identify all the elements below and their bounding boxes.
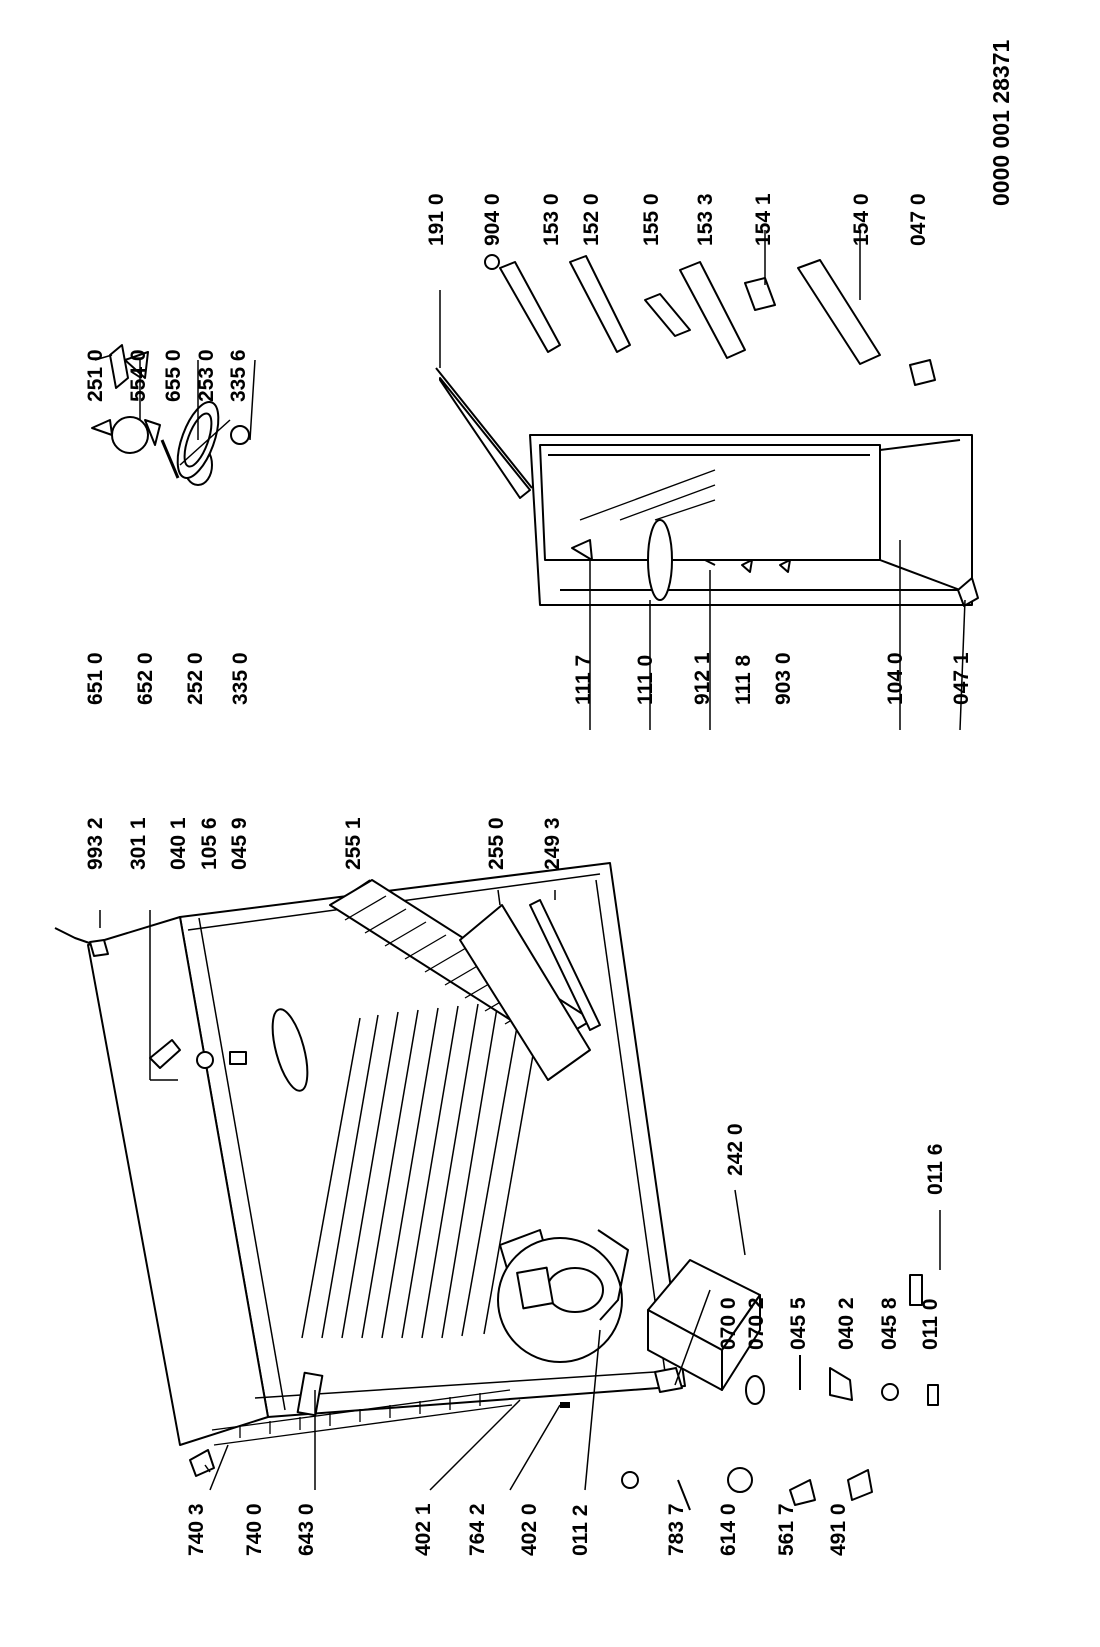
part-label: 253 0	[195, 349, 218, 402]
part-label: 045 8	[878, 1297, 901, 1350]
part-label: 105 6	[198, 817, 221, 870]
part-label: 011 6	[924, 1143, 947, 1195]
part-label: 040 1	[167, 817, 190, 870]
part-label: 047 0	[907, 193, 930, 246]
part-249-3	[529, 899, 601, 1031]
part-040-1	[149, 1039, 181, 1069]
part-label: 652 0	[134, 652, 157, 705]
part-label: 011 0	[919, 1298, 942, 1350]
part-label: 993 2	[84, 817, 107, 870]
part-label: 249 3	[541, 817, 564, 870]
part-label: 154 1	[752, 193, 775, 246]
part-label: 070 2	[745, 1297, 768, 1350]
part-label: 255 0	[485, 817, 508, 870]
part-label: 111 7	[572, 654, 595, 705]
part-label: 251 0	[84, 349, 107, 402]
part-label: 643 0	[295, 1503, 318, 1556]
part-label: 335 0	[229, 652, 252, 705]
document-number: 0000 001 28371	[988, 39, 1014, 206]
part-label: 154 0	[850, 193, 873, 246]
part-label: 903 0	[772, 652, 795, 705]
part-label: 491 0	[827, 1503, 850, 1556]
part-label: 047 1	[950, 652, 973, 705]
door-assembly	[435, 254, 979, 607]
part-614-0	[727, 1467, 753, 1493]
part-label: 912 1	[691, 652, 714, 705]
part-491-0	[847, 1469, 873, 1501]
part-label: 252 0	[184, 652, 207, 705]
part-255-0	[459, 904, 591, 1081]
part-label: 153 3	[694, 193, 717, 246]
part-label: 402 0	[518, 1503, 541, 1556]
part-011-2	[621, 1471, 639, 1489]
part-label: 045 9	[228, 817, 251, 870]
part-070-2	[745, 1375, 765, 1405]
part-label: 040 2	[835, 1297, 858, 1350]
part-label: 655 0	[162, 349, 185, 402]
part-label: 111 0	[634, 654, 657, 705]
part-label: 740 0	[243, 1503, 266, 1556]
part-label: 764 2	[466, 1503, 489, 1556]
leader-lines	[94, 230, 966, 1491]
part-label: 104 0	[884, 652, 907, 705]
part-label: 111 8	[732, 654, 755, 705]
part-label: 783 7	[665, 1503, 688, 1556]
part-label: 242 0	[724, 1123, 747, 1176]
part-label: 614 0	[717, 1503, 740, 1556]
part-783-7	[677, 1479, 691, 1511]
part-label: 045 5	[787, 1297, 810, 1350]
part-045-8	[881, 1383, 899, 1401]
part-011-0	[927, 1384, 939, 1406]
part-011-6	[909, 1274, 923, 1306]
part-label: 255 1	[342, 817, 365, 870]
part-label: 152 0	[580, 193, 603, 246]
part-105-6	[196, 1051, 214, 1069]
part-label: 740 3	[185, 1503, 208, 1556]
part-label: 335 6	[227, 349, 250, 402]
part-label: 011 2	[569, 1504, 592, 1556]
part-label: 651 0	[84, 652, 107, 705]
part-label: 904 0	[481, 193, 504, 246]
part-040-2	[829, 1367, 853, 1401]
part-label: 301 1	[127, 817, 150, 870]
lamp-assembly	[91, 344, 250, 486]
part-045-9	[229, 1051, 247, 1065]
part-label: 561 7	[775, 1503, 798, 1556]
part-label: 191 0	[425, 193, 448, 246]
part-561-7	[789, 1479, 816, 1506]
part-label: 155 0	[640, 193, 663, 246]
part-label: 153 0	[540, 193, 563, 246]
part-label: 554 0	[127, 349, 150, 402]
part-label: 070 0	[717, 1297, 740, 1350]
part-label: 402 1	[412, 1503, 435, 1556]
